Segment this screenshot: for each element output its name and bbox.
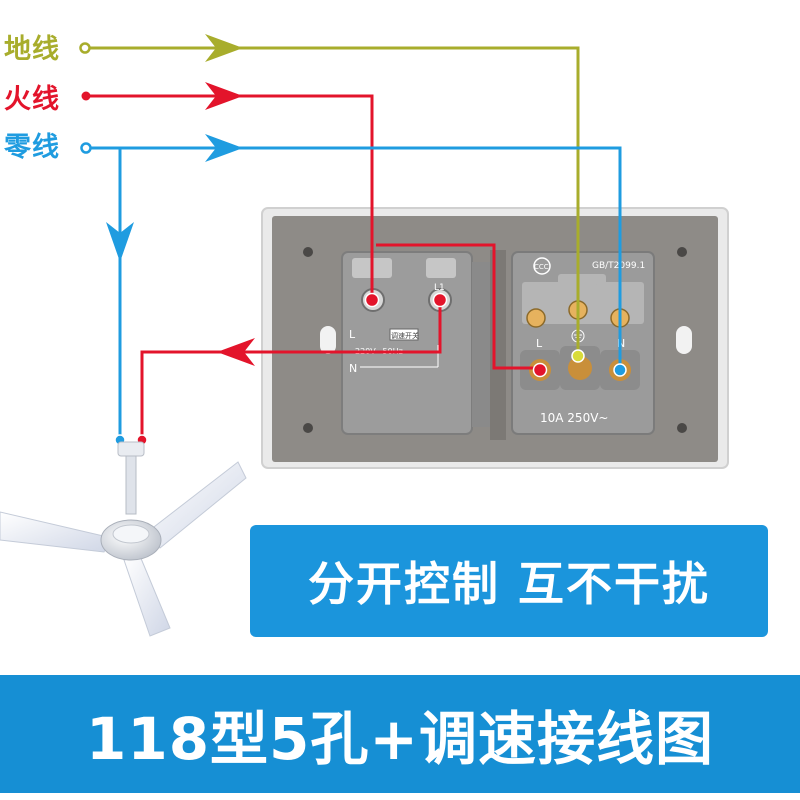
socket-screw-L [526, 308, 546, 328]
switch-L-connection [364, 292, 380, 308]
live-start-dot [81, 91, 91, 101]
socket-N-connection [613, 363, 627, 377]
socket-cert-mark: CCC [534, 263, 549, 271]
slogan-text: 分开控制 互不干扰 [307, 557, 710, 611]
switch-label-L: L [349, 328, 356, 341]
ccc-mark [533, 257, 551, 275]
socket-ground-connection [571, 349, 585, 363]
neutral-wire-label: 零线 [4, 132, 60, 163]
neutral-wire [88, 134, 622, 440]
screw-hole [677, 423, 687, 433]
neutral-start-dot [80, 142, 92, 154]
screw-hole [303, 247, 313, 257]
screw-hole [303, 423, 313, 433]
ceiling-fan-icon [0, 441, 247, 637]
switch-label-N: N [349, 362, 357, 375]
slogan-banner: 分开控制 互不干扰 [250, 525, 768, 637]
socket-module: CCC GB/T2099.1 L N 10A 250V~ [511, 251, 655, 435]
screw-hole [677, 247, 687, 257]
footer-title-bar: 118型5孔+调速接线图 [0, 675, 800, 793]
switch-L1-connection [432, 292, 448, 308]
ground-wire [86, 34, 580, 356]
live-wire-label: 火线 [4, 84, 60, 115]
socket-label-L: L [536, 337, 543, 350]
footer-title: 118型5孔+调速接线图 [85, 705, 715, 773]
plate-divider [490, 250, 506, 440]
live-wire [88, 82, 540, 440]
speed-switch-module: L1 L 调速开关 220V~50Hz N [341, 251, 490, 435]
switch-badge-text: 调速开关 [391, 331, 419, 340]
mount-slot [676, 326, 692, 354]
switch-badge [389, 328, 419, 341]
ground-wire-label: 地线 [4, 34, 60, 65]
mount-slot [320, 326, 336, 354]
socket-rating: 10A 250V~ [540, 411, 608, 425]
switch-label-L1: L1 [434, 283, 445, 293]
ground-start-dot [79, 42, 91, 54]
socket-L-connection [532, 362, 548, 378]
